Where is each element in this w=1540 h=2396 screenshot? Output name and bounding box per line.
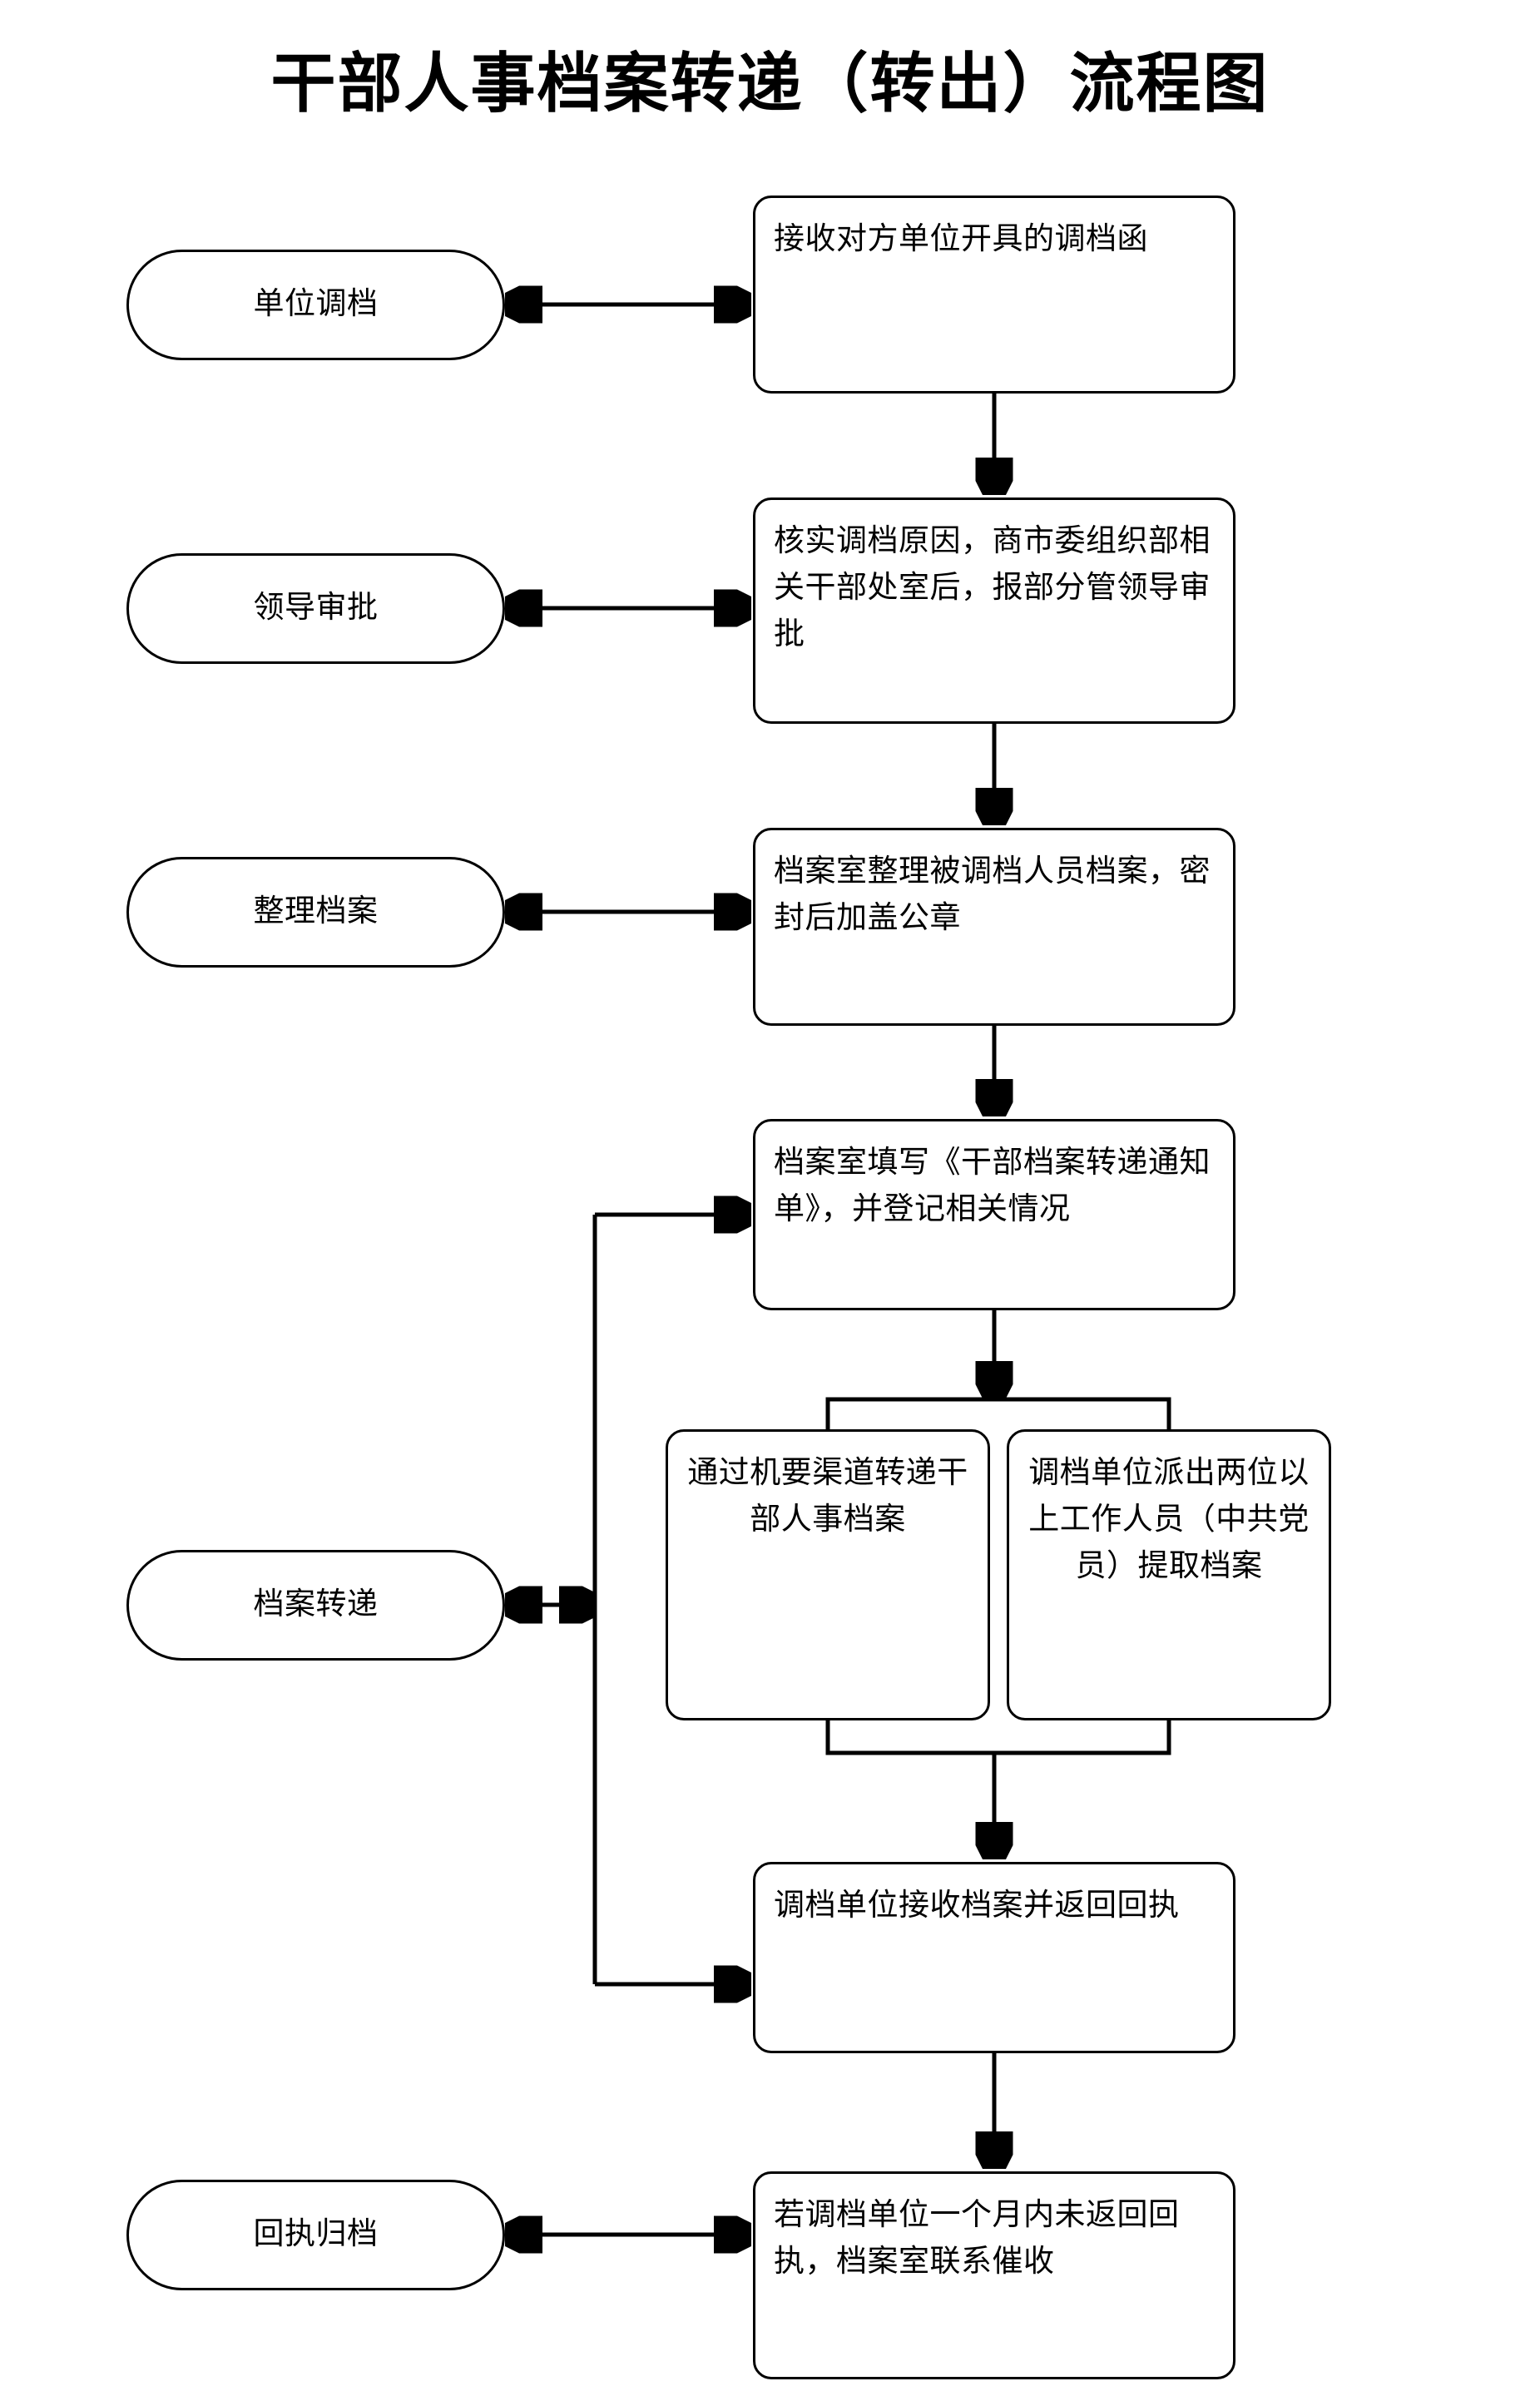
step-box-receive-and-return-receipt[interactable]: 调档单位接收档案并返回回执 xyxy=(753,1862,1235,2053)
stage-pill-organize-archive[interactable]: 整理档案 xyxy=(126,857,505,968)
step-box-organize-seal[interactable]: 档案室整理被调档人员档案，密封后加盖公章 xyxy=(753,828,1235,1026)
stage-pill-label: 领导审批 xyxy=(253,591,379,626)
step-box-fill-notice[interactable]: 档案室填写《干部档案转递通知单》，并登记相关情况 xyxy=(753,1119,1235,1310)
branch-box-label: 调档单位派出两位以上工作人员（中共党员）提取档案 xyxy=(1028,1456,1310,1584)
branch-box-label: 通过机要渠道转递干部人事档案 xyxy=(687,1456,968,1537)
step-box-label: 档案室整理被调档人员档案，密封后加盖公章 xyxy=(774,854,1211,936)
stage-pill-archive-transfer[interactable]: 档案转递 xyxy=(126,1550,505,1661)
stage-pill-leader-approval[interactable]: 领导审批 xyxy=(126,553,505,664)
branch-box-staff-pickup[interactable]: 调档单位派出两位以上工作人员（中共党员）提取档案 xyxy=(1007,1429,1331,1720)
edge-merge-left xyxy=(825,1720,994,1755)
stage-pill-unit-transfer[interactable]: 单位调档 xyxy=(126,250,505,360)
step-box-label: 若调档单位一个月内未返回回执，档案室联系催收 xyxy=(774,2198,1180,2280)
edge-split-left xyxy=(825,1397,994,1429)
branch-box-confidential-channel[interactable]: 通过机要渠道转递干部人事档案 xyxy=(666,1429,990,1720)
page-title: 干部人事档案转递（转出）流程图 xyxy=(270,46,1270,121)
stage-pill-label: 单位调档 xyxy=(253,287,379,322)
step-box-overdue-follow-up[interactable]: 若调档单位一个月内未返回回执，档案室联系催收 xyxy=(753,2171,1235,2379)
stage-pill-receipt-filing[interactable]: 回执归档 xyxy=(126,2180,505,2290)
step-box-label: 调档单位接收档案并返回回执 xyxy=(774,1889,1180,1923)
stage-pill-label: 整理档案 xyxy=(253,894,379,929)
step-box-receive-letter[interactable]: 接收对方单位开具的调档函 xyxy=(753,196,1235,394)
stage-pill-label: 回执归档 xyxy=(253,2217,379,2252)
edge-split-right xyxy=(994,1397,1171,1429)
step-box-label: 接收对方单位开具的调档函 xyxy=(774,222,1148,256)
stage-pill-label: 档案转递 xyxy=(253,1587,379,1622)
step-box-verify-reason[interactable]: 核实调档原因，商市委组织部相关干部处室后，报部分管领导审批 xyxy=(753,498,1235,724)
step-box-label: 核实调档原因，商市委组织部相关干部处室后，报部分管领导审批 xyxy=(774,524,1211,652)
edge-merge-right xyxy=(994,1720,1171,1755)
step-box-label: 档案室填写《干部档案转递通知单》，并登记相关情况 xyxy=(774,1146,1211,1227)
